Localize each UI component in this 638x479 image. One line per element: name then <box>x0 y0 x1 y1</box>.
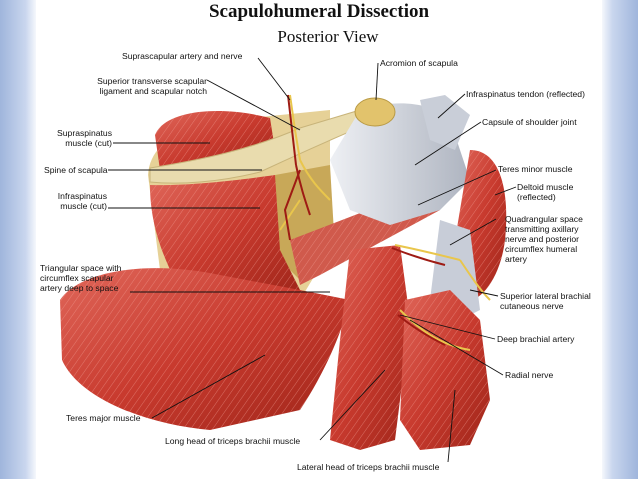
nerves <box>279 94 491 351</box>
label-teres-minor: Teres minor muscle <box>498 164 573 174</box>
label-capsule: Capsule of shoulder joint <box>482 117 577 127</box>
leader-lines <box>108 57 517 463</box>
label-supraspinatus: Supraspinatus muscle (cut) <box>57 128 112 148</box>
label-quadrangular-space: Quadrangular space transmitting axillary… <box>505 214 583 264</box>
label-deep-brachial-artery: Deep brachial artery <box>497 334 575 344</box>
label-infraspinatus-muscle: Infraspinatus muscle (cut) <box>57 191 107 211</box>
label-acromion: Acromion of scapula <box>380 58 458 68</box>
label-long-head-triceps: Long head of triceps brachii muscle <box>165 436 301 446</box>
page-title: Scapulohumeral Dissection <box>208 1 430 22</box>
arteries <box>283 94 446 346</box>
acromion <box>354 97 396 127</box>
infraspinatus-tendon <box>420 95 470 150</box>
spine-of-scapula <box>149 109 373 184</box>
label-spine-of-scapula: Spine of scapula <box>44 165 108 175</box>
label-infraspinatus-tendon: Infraspinatus tendon (reflected) <box>466 89 585 99</box>
label-lateral-head-triceps: Lateral head of triceps brachii muscle <box>297 462 440 472</box>
page-subtitle: Posterior View <box>277 27 379 46</box>
label-superior-lateral-nerve: Superior lateral brachial cutaneous nerv… <box>500 291 591 311</box>
label-triangular-space: Triangular space with circumflex scapula… <box>40 263 122 293</box>
label-superior-transverse-ligament: Superior transverse scapular ligament an… <box>97 76 207 96</box>
label-suprascapular-artery: Suprascapular artery and nerve <box>122 51 243 61</box>
label-teres-major: Teres major muscle <box>66 413 141 423</box>
label-radial-nerve: Radial nerve <box>505 370 554 380</box>
label-deltoid: Deltoid muscle (reflected) <box>517 182 574 202</box>
